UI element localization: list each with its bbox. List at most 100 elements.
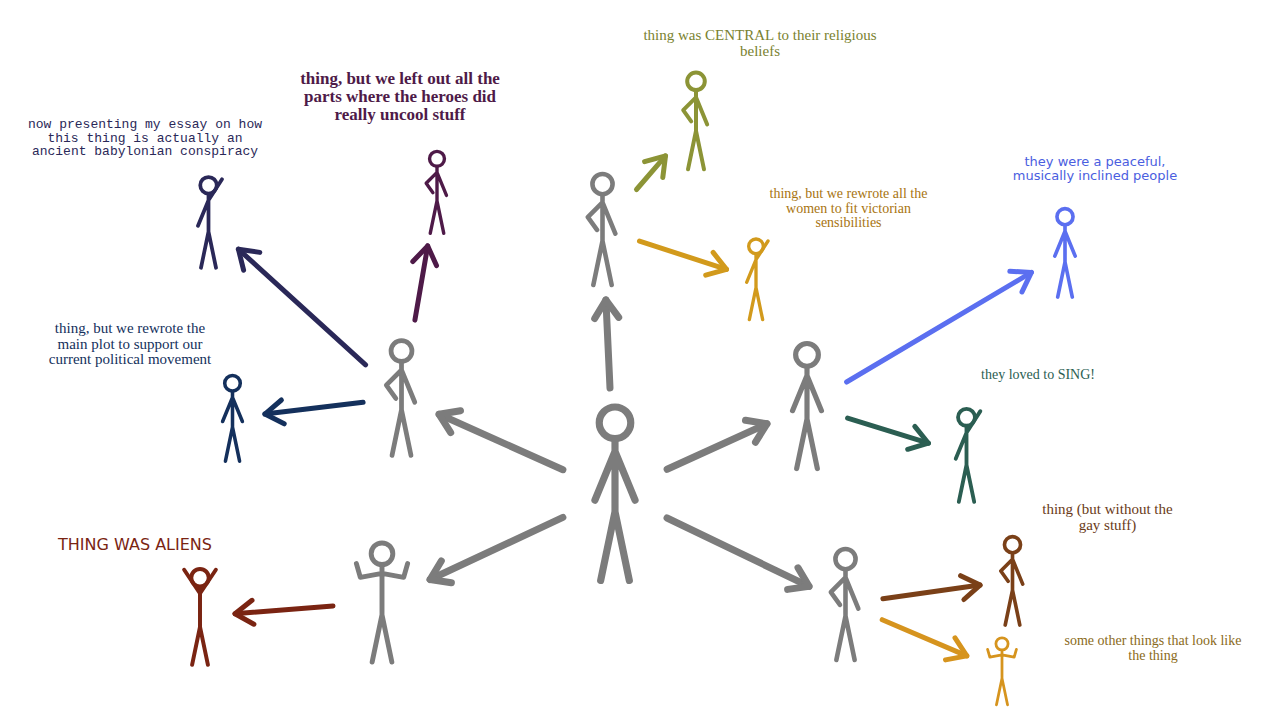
arrow-head xyxy=(595,300,619,319)
figure-head xyxy=(796,344,819,367)
arrow-shaft xyxy=(439,414,563,469)
stick-figure-drawing xyxy=(776,337,838,474)
stick-figure: now presenting my essay on how this thin… xyxy=(186,172,231,272)
stick-figure: some other things that look like the thi… xyxy=(976,635,1028,707)
figure-head xyxy=(996,638,1008,650)
speech-text: thing, but we left out all the parts whe… xyxy=(290,70,510,124)
arrow-connector xyxy=(882,620,967,660)
arrow-head xyxy=(946,638,967,660)
arrow-connector xyxy=(238,249,365,365)
arrow-head xyxy=(788,568,809,590)
stick-figure: THING WAS ALIENS xyxy=(175,565,225,668)
figure-limbs xyxy=(595,440,635,580)
stick-figure-drawing xyxy=(210,372,255,464)
arrow-head xyxy=(238,249,259,270)
arrow-connector xyxy=(235,600,333,624)
stick-figure: thing, but we rewrote all the women to f… xyxy=(736,235,776,323)
stick-figure-drawing xyxy=(186,172,231,272)
figure-limbs xyxy=(988,649,1017,704)
stick-figure xyxy=(572,398,658,588)
stick-figure-drawing xyxy=(1040,205,1090,300)
arrow-head xyxy=(413,246,437,266)
arrow-connector xyxy=(430,517,563,582)
arrow-connector xyxy=(667,420,767,469)
stick-figure xyxy=(575,168,630,290)
figure-limbs xyxy=(588,195,616,285)
speech-text: they were a peaceful, musically inclined… xyxy=(1010,155,1180,182)
arrow-shaft xyxy=(235,606,333,614)
figure-limbs xyxy=(386,362,415,455)
arrow-connector xyxy=(413,246,437,320)
arrow-head xyxy=(439,411,460,433)
stick-figure: thing, but we left out all the parts whe… xyxy=(412,148,462,236)
speech-text: THING WAS ALIENS xyxy=(40,537,230,554)
figure-head xyxy=(391,341,412,362)
figure-limbs xyxy=(1001,553,1023,625)
stick-figure-drawing xyxy=(175,565,225,668)
figure-limbs xyxy=(793,367,822,468)
speech-text: some other things that look like the thi… xyxy=(1058,634,1248,663)
arrow-head xyxy=(706,252,727,275)
figure-limbs xyxy=(956,411,981,502)
figure-head xyxy=(1057,209,1073,225)
stick-figure: thing was CENTRAL to their religious bel… xyxy=(672,68,720,173)
figure-limbs xyxy=(747,241,768,320)
arrow-connector xyxy=(265,400,363,424)
figure-limbs xyxy=(184,570,216,665)
figure-limbs xyxy=(198,179,222,268)
arrow-head xyxy=(430,561,451,583)
figure-limbs xyxy=(831,570,859,660)
arrow-shaft xyxy=(667,518,809,586)
arrow-head xyxy=(265,400,284,424)
stick-figure-drawing xyxy=(818,543,873,665)
stick-figure xyxy=(818,543,873,665)
arrow-shaft xyxy=(238,249,365,365)
stick-figure xyxy=(343,538,421,666)
figure-head xyxy=(371,543,393,565)
arrow-connector xyxy=(595,300,619,388)
arrow-connector xyxy=(439,411,563,470)
stick-figure-drawing xyxy=(412,148,462,236)
stick-figure-drawing xyxy=(938,405,995,505)
speech-text: thing (but without the gay stuff) xyxy=(1035,502,1180,534)
figure-limbs xyxy=(1055,225,1075,297)
arrow-head xyxy=(746,420,767,442)
stick-figure-drawing xyxy=(343,538,421,666)
stick-figure-drawing xyxy=(736,235,776,323)
stick-figure-drawing xyxy=(373,330,430,465)
figure-limbs xyxy=(426,167,446,233)
figure-limbs xyxy=(683,91,707,169)
speech-text: now presenting my essay on how this thin… xyxy=(20,118,270,159)
figure-head xyxy=(592,174,612,194)
stick-figure: they loved to SING! xyxy=(938,405,995,505)
arrow-connector xyxy=(667,518,809,589)
arrow-connector xyxy=(848,418,929,449)
figure-head xyxy=(835,549,855,569)
figure-head xyxy=(1004,537,1020,553)
stick-figure xyxy=(776,337,838,474)
figure-head xyxy=(430,151,445,166)
figure-head xyxy=(599,407,631,439)
stick-figure-drawing xyxy=(990,533,1035,628)
stick-figure: thing, but we rewrote the main plot to s… xyxy=(210,372,255,464)
stick-figure-drawing xyxy=(672,68,720,173)
arrow-head xyxy=(1010,271,1032,292)
arrow-head xyxy=(961,576,981,600)
stick-figure: they were a peaceful, musically inclined… xyxy=(1040,205,1090,300)
stick-figure xyxy=(373,330,430,465)
arrow-connector xyxy=(883,576,980,600)
figure-head xyxy=(225,376,241,392)
arrow-head xyxy=(908,426,929,449)
arrow-shaft xyxy=(667,424,767,470)
arrow-shaft xyxy=(847,272,1032,382)
arrow-connector xyxy=(637,156,666,190)
speech-text: thing, but we rewrote all the women to f… xyxy=(766,187,931,231)
stick-figure: thing (but without the gay stuff) xyxy=(990,533,1035,628)
arrow-connector xyxy=(847,271,1032,382)
speech-text: they loved to SING! xyxy=(968,368,1108,383)
arrow-connector xyxy=(640,241,727,275)
figure-head xyxy=(687,73,705,91)
arrow-shaft xyxy=(430,517,563,579)
arrow-head xyxy=(645,156,666,178)
